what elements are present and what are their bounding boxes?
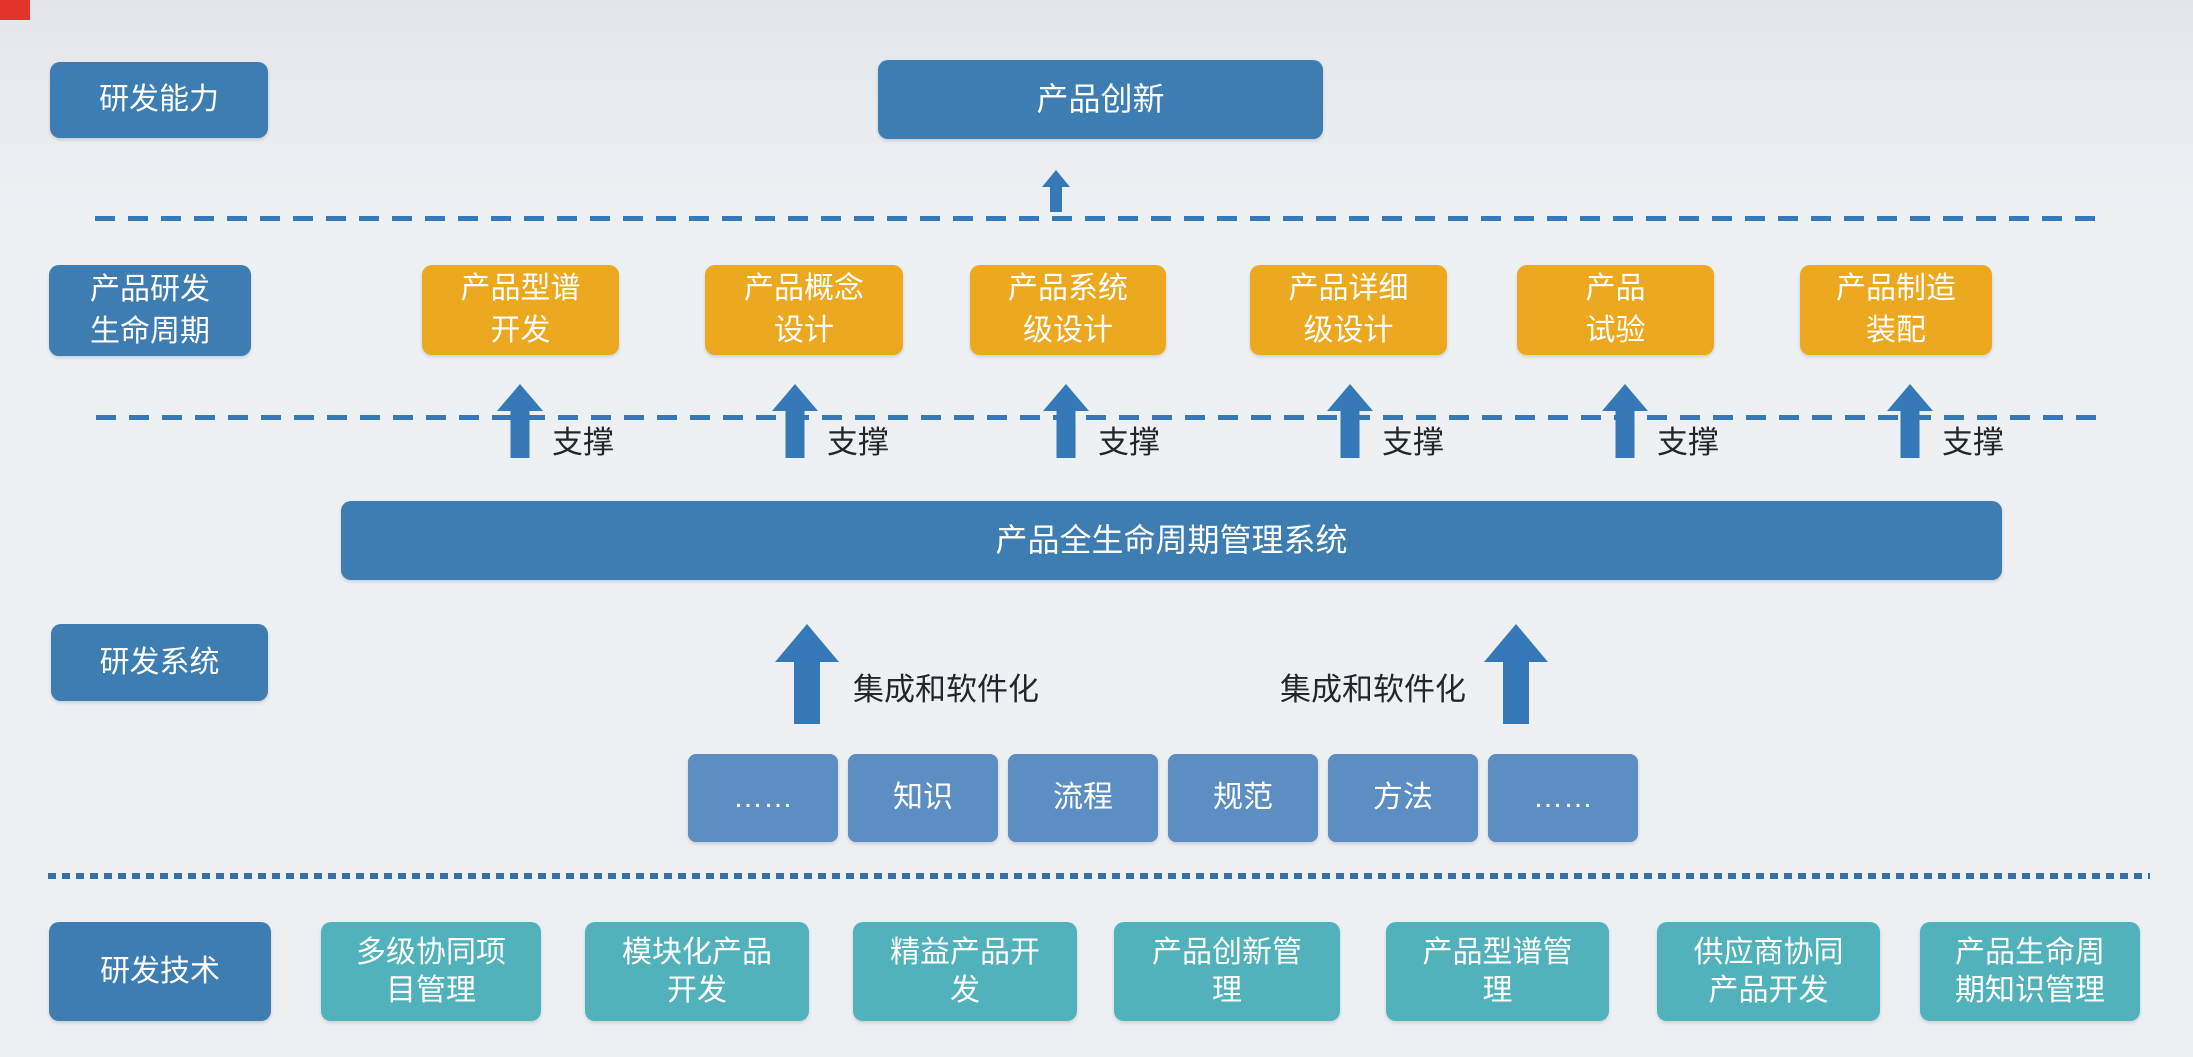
lifecycle-stage-box: 产品型谱 开发 (422, 265, 619, 355)
support-arrow-icon (1602, 384, 1648, 458)
lifecycle-stage-box: 产品详细 级设计 (1250, 265, 1447, 355)
technology-box: 供应商协同 产品开发 (1657, 922, 1880, 1021)
integration-label: 集成和软件化 (853, 672, 1039, 707)
support-arrow-icon (497, 384, 543, 458)
row-label-capability: 研发能力 (50, 62, 268, 138)
support-label: 支撑 (827, 425, 889, 460)
lifecycle-stage-box: 产品概念 设计 (705, 265, 903, 355)
technology-box: 多级协同项 目管理 (321, 922, 541, 1021)
divider-dashed-top (95, 216, 2105, 221)
lifecycle-stage-box: 产品 试验 (1517, 265, 1714, 355)
support-arrow-icon (1887, 384, 1933, 458)
integration-label: 集成和软件化 (1280, 672, 1466, 707)
integration-arrow-icon (1484, 624, 1548, 724)
technology-box: 模块化产品 开发 (585, 922, 809, 1021)
system-element-box: 知识 (848, 754, 998, 842)
support-arrow-icon (772, 384, 818, 458)
support-arrow-icon (1043, 384, 1089, 458)
lifecycle-stage-box: 产品制造 装配 (1800, 265, 1992, 355)
divider-dotted-bottom (48, 873, 2150, 879)
technology-box: 精益产品开 发 (853, 922, 1077, 1021)
integration-arrow-icon (775, 624, 839, 724)
red-corner-mark (0, 0, 30, 20)
up-arrow-icon (1042, 170, 1070, 212)
plm-system-bar: 产品全生命周期管理系统 (341, 501, 2002, 580)
system-element-box: 规范 (1168, 754, 1318, 842)
technology-box: 产品创新管 理 (1114, 922, 1340, 1021)
support-label: 支撑 (552, 425, 614, 460)
lifecycle-stage-box: 产品系统 级设计 (970, 265, 1166, 355)
support-label: 支撑 (1382, 425, 1444, 460)
innovation-box: 产品创新 (878, 60, 1323, 139)
row-label-lifecycle: 产品研发 生命周期 (49, 265, 251, 356)
divider-dashed-middle (96, 415, 2105, 420)
system-element-box: …… (688, 754, 838, 842)
system-element-box: 方法 (1328, 754, 1478, 842)
support-label: 支撑 (1942, 425, 2004, 460)
system-element-box: 流程 (1008, 754, 1158, 842)
support-label: 支撑 (1098, 425, 1160, 460)
system-element-box: …… (1488, 754, 1638, 842)
row-label-system: 研发系统 (51, 624, 268, 701)
technology-box: 产品型谱管 理 (1386, 922, 1609, 1021)
technology-box: 产品生命周 期知识管理 (1920, 922, 2140, 1021)
support-label: 支撑 (1657, 425, 1719, 460)
support-arrow-icon (1327, 384, 1373, 458)
row-label-technology: 研发技术 (49, 922, 271, 1021)
